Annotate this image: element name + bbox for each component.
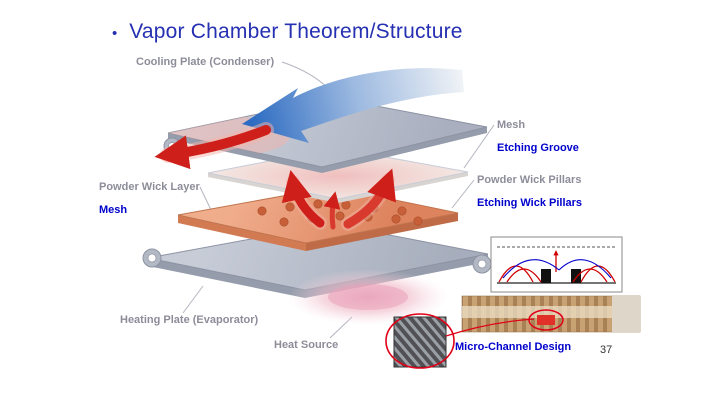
- inset-schematic: [490, 236, 623, 293]
- annotation-connector: [445, 318, 535, 337]
- red-heatflow-arrow: [154, 122, 274, 170]
- vapor-rise-arrows: [281, 168, 396, 231]
- label-cooling-plate: Cooling Plate (Condenser): [136, 56, 275, 68]
- inset-micro-channel-photo: [385, 313, 535, 369]
- page-title: Vapor Chamber Theorem/Structure: [129, 20, 463, 43]
- label-mesh-top: Mesh: [497, 119, 526, 131]
- inset-cross-section-photo: [461, 295, 641, 333]
- label-powder-wick-pillars: Powder Wick Pillars: [477, 174, 582, 186]
- label-heat-source: Heat Source: [274, 339, 339, 351]
- label-etching-groove: Etching Groove: [497, 142, 579, 154]
- label-powder-wick-layer: Powder Wick Layer: [99, 181, 200, 193]
- label-heating-plate: Heating Plate (Evaporator): [120, 314, 259, 326]
- label-etching-wick-pillars: Etching Wick Pillars: [477, 197, 583, 209]
- label-micro-channel-design: Micro-Channel Design: [455, 341, 572, 353]
- heat-source-glow: [288, 269, 448, 325]
- blue-airflow-arrow: [242, 68, 464, 143]
- annotation-ellipse-photo: [528, 309, 564, 331]
- title-bullet: •: [112, 25, 118, 42]
- label-mesh-left: Mesh: [99, 204, 128, 216]
- annotation-ellipse-micro: [385, 313, 455, 369]
- page-number: 37: [600, 344, 613, 356]
- slide-title-row: • Vapor Chamber Theorem/Structure: [112, 20, 463, 44]
